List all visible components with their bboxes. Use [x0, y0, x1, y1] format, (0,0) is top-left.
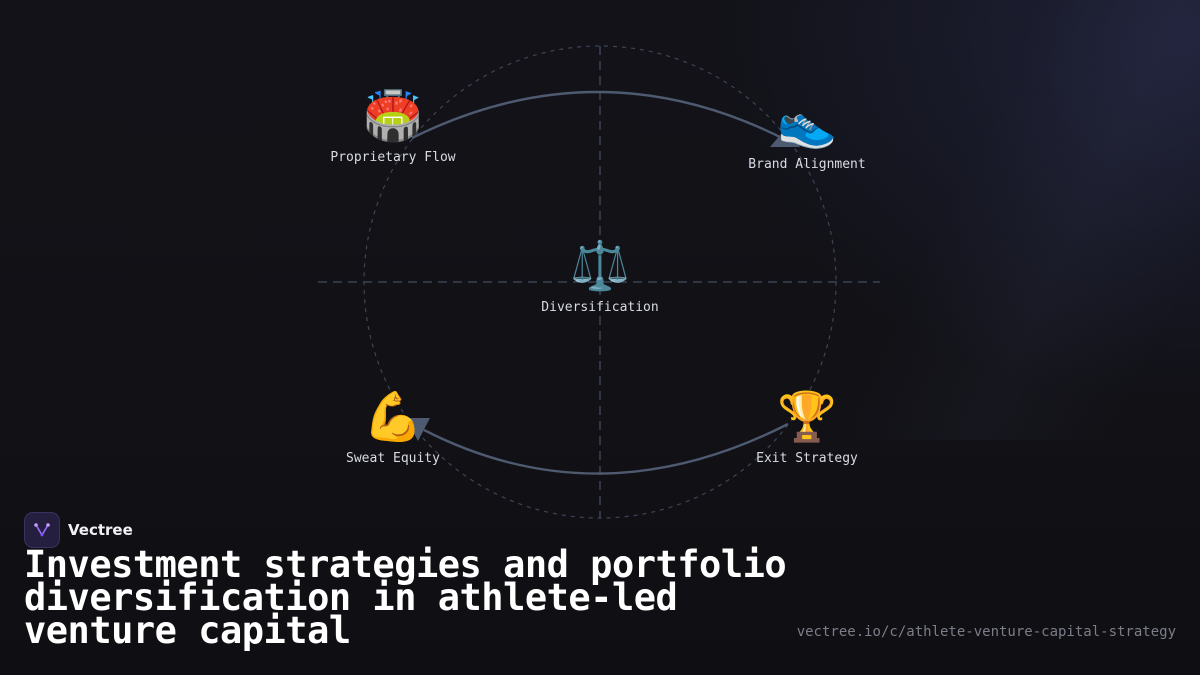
node-label: Sweat Equity — [346, 451, 440, 466]
balance-scale-icon: ⚖️ — [570, 238, 630, 294]
sneaker-icon: 👟 — [777, 95, 837, 151]
node-diversification-center: ⚖️ Diversification — [500, 238, 700, 315]
brand-name: Vectree — [68, 521, 133, 539]
node-brand-alignment: 👟 Brand Alignment — [707, 95, 907, 172]
node-label: Proprietary Flow — [330, 150, 456, 165]
page-title: Investment strategies and portfolio dive… — [24, 543, 787, 652]
source-url: vectree.io/c/athlete-venture-capital-str… — [796, 624, 1176, 640]
flexed-bicep-icon: 💪 — [363, 389, 423, 445]
top-arrowhead — [770, 126, 800, 147]
node-label: Exit Strategy — [756, 451, 858, 466]
node-label: Brand Alignment — [748, 157, 866, 172]
node-exit-strategy: 🏆 Exit Strategy — [707, 389, 907, 466]
stadium-icon: 🏟️ — [363, 88, 423, 144]
brand-lockup: Vectree — [24, 512, 133, 548]
bottom-arrowhead — [406, 418, 430, 441]
trophy-icon: 🏆 — [777, 389, 837, 445]
center-label: Diversification — [541, 300, 659, 315]
node-sweat-equity: 💪 Sweat Equity — [293, 389, 493, 466]
vectree-logo-icon — [24, 512, 60, 548]
node-proprietary-flow: 🏟️ Proprietary Flow — [293, 88, 493, 165]
top-flow-arc — [411, 90, 787, 142]
bottom-flow-arc — [423, 422, 789, 475]
